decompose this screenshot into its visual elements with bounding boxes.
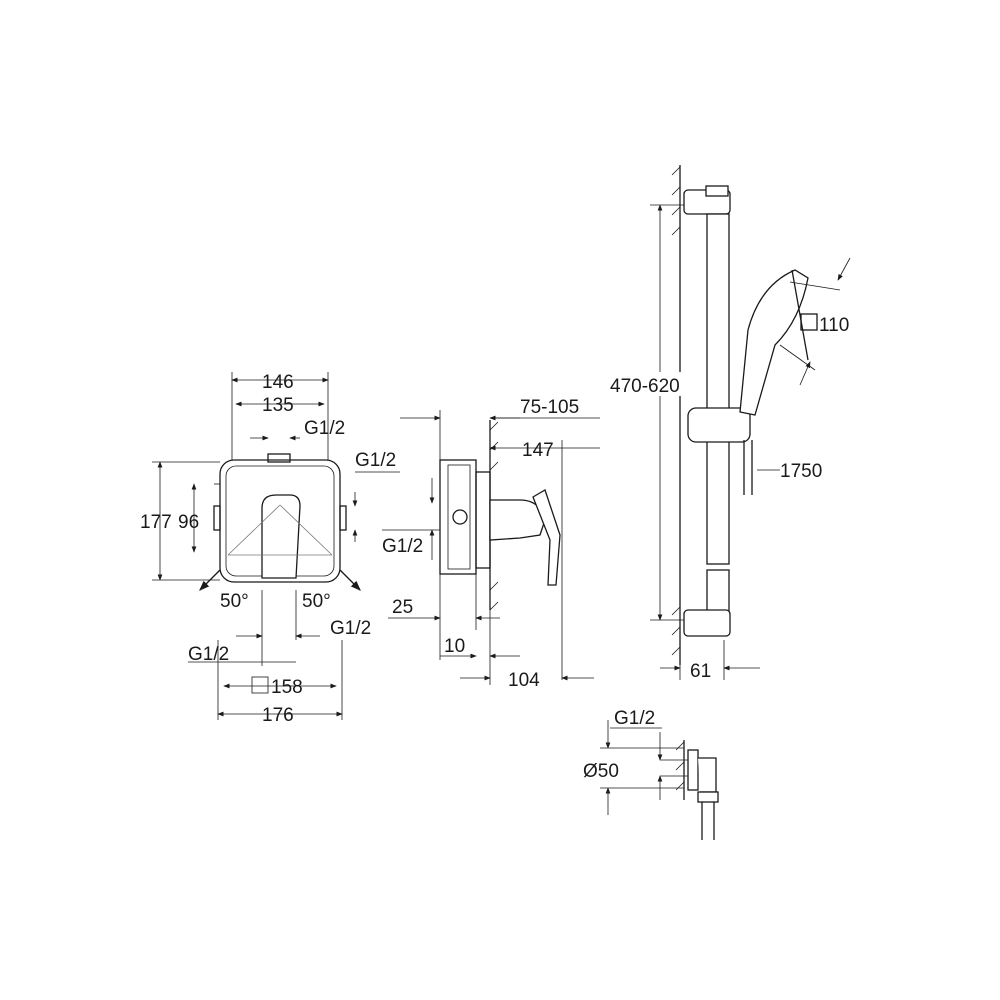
dim-177: 177 <box>140 512 172 533</box>
dim-96: 96 <box>178 512 199 533</box>
thread-bottom-left-label: G1/2 <box>188 644 229 665</box>
thread-outlet-label: G1/2 <box>614 708 655 729</box>
dim-158: 158 <box>271 677 303 698</box>
dim-176: 176 <box>262 705 294 726</box>
lever-handle <box>261 494 301 579</box>
thread-side-label: G1/2 <box>382 536 423 557</box>
thread-top-label: G1/2 <box>304 418 345 439</box>
dim-diameter-50: Ø50 <box>583 761 619 782</box>
angle-right: 50° <box>302 591 331 612</box>
wall-outlet-elbow <box>698 757 717 793</box>
side-view: 75-105 147 G1/2 25 10 104 <box>382 397 600 691</box>
square-symbol <box>800 313 818 331</box>
lever-arm <box>532 489 561 586</box>
dim-147: 147 <box>522 440 554 461</box>
rail-view: 470-620 110 1750 61 <box>608 165 851 682</box>
dim-110: 110 <box>819 315 849 336</box>
dim-146: 146 <box>262 372 294 393</box>
front-view: 146 135 G1/2 G1/2 177 96 50° 50° G1/2 G1… <box>140 372 400 726</box>
dim-104: 104 <box>508 670 540 691</box>
thread-bottom-right-label: G1/2 <box>330 618 371 639</box>
dim-75-105: 75-105 <box>520 397 579 418</box>
handshower <box>739 269 809 416</box>
slider <box>687 407 751 443</box>
shower-rail <box>706 213 730 565</box>
dim-10: 10 <box>444 636 465 657</box>
thread-right-label: G1/2 <box>355 450 396 471</box>
square-symbol <box>251 676 269 694</box>
wall-outlet-view: G1/2 Ø50 <box>583 708 719 840</box>
dim-470-620: 470-620 <box>610 376 680 397</box>
dim-25: 25 <box>392 597 413 618</box>
dim-135: 135 <box>262 395 294 416</box>
rail-bracket-bottom <box>683 609 731 637</box>
dim-1750: 1750 <box>780 461 822 482</box>
angle-left: 50° <box>220 591 249 612</box>
dim-61: 61 <box>690 661 711 682</box>
